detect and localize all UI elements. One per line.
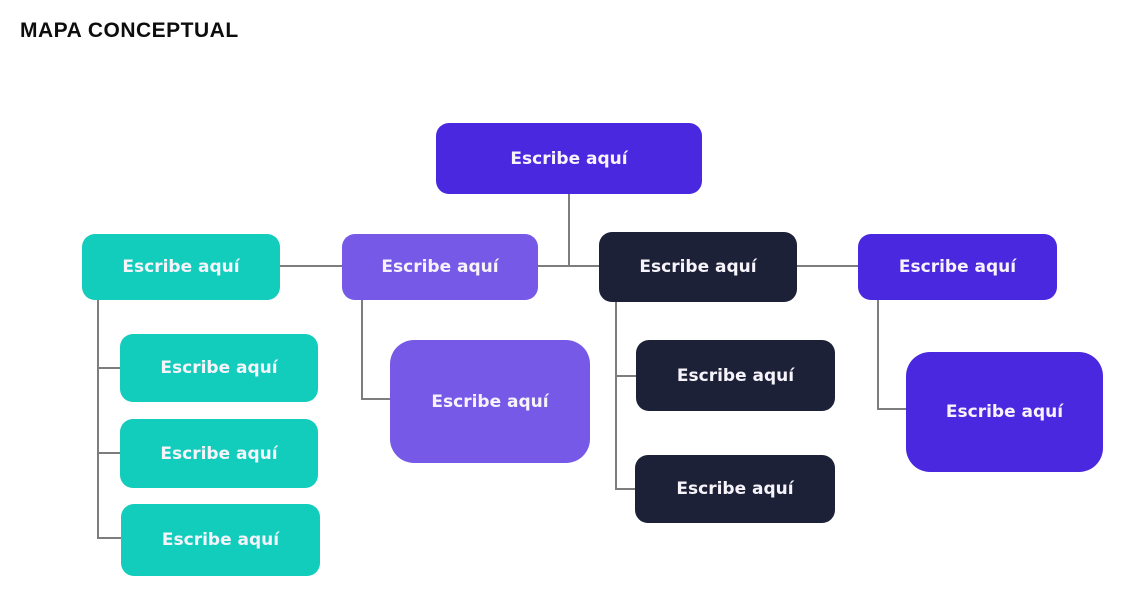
connector-dark-stub-2 [615,488,635,490]
node-purple-parent[interactable]: Escribe aquí [858,234,1057,300]
node-root[interactable]: Escribe aquí [436,123,702,194]
connector-teal-stub-3 [97,537,121,539]
page-title: MAPA CONCEPTUAL [20,19,239,42]
node-teal-child-3[interactable]: Escribe aquí [121,504,320,576]
connector-teal-stub-1 [97,367,120,369]
node-violet-child[interactable]: Escribe aquí [390,340,590,463]
connector-dark-stub-1 [615,375,636,377]
node-teal-child-2[interactable]: Escribe aquí [120,419,318,488]
connector-row-link-2 [538,265,599,267]
connector-dark-trunk [615,302,617,490]
connector-purple-stub [877,408,906,410]
connector-root-stem [568,194,570,266]
connector-purple-trunk [877,300,879,410]
connector-teal-stub-2 [97,452,120,454]
node-dark-child-2[interactable]: Escribe aquí [635,455,835,523]
node-dark-parent[interactable]: Escribe aquí [599,232,797,302]
node-dark-child-1[interactable]: Escribe aquí [636,340,835,411]
connector-violet-trunk [361,300,363,400]
node-violet-parent[interactable]: Escribe aquí [342,234,538,300]
node-teal-child-1[interactable]: Escribe aquí [120,334,318,402]
connector-violet-stub [361,398,390,400]
connector-teal-trunk [97,300,99,539]
connector-row-link-3 [797,265,858,267]
node-purple-child[interactable]: Escribe aquí [906,352,1103,472]
connector-row-link-1 [280,265,342,267]
node-teal-parent[interactable]: Escribe aquí [82,234,280,300]
